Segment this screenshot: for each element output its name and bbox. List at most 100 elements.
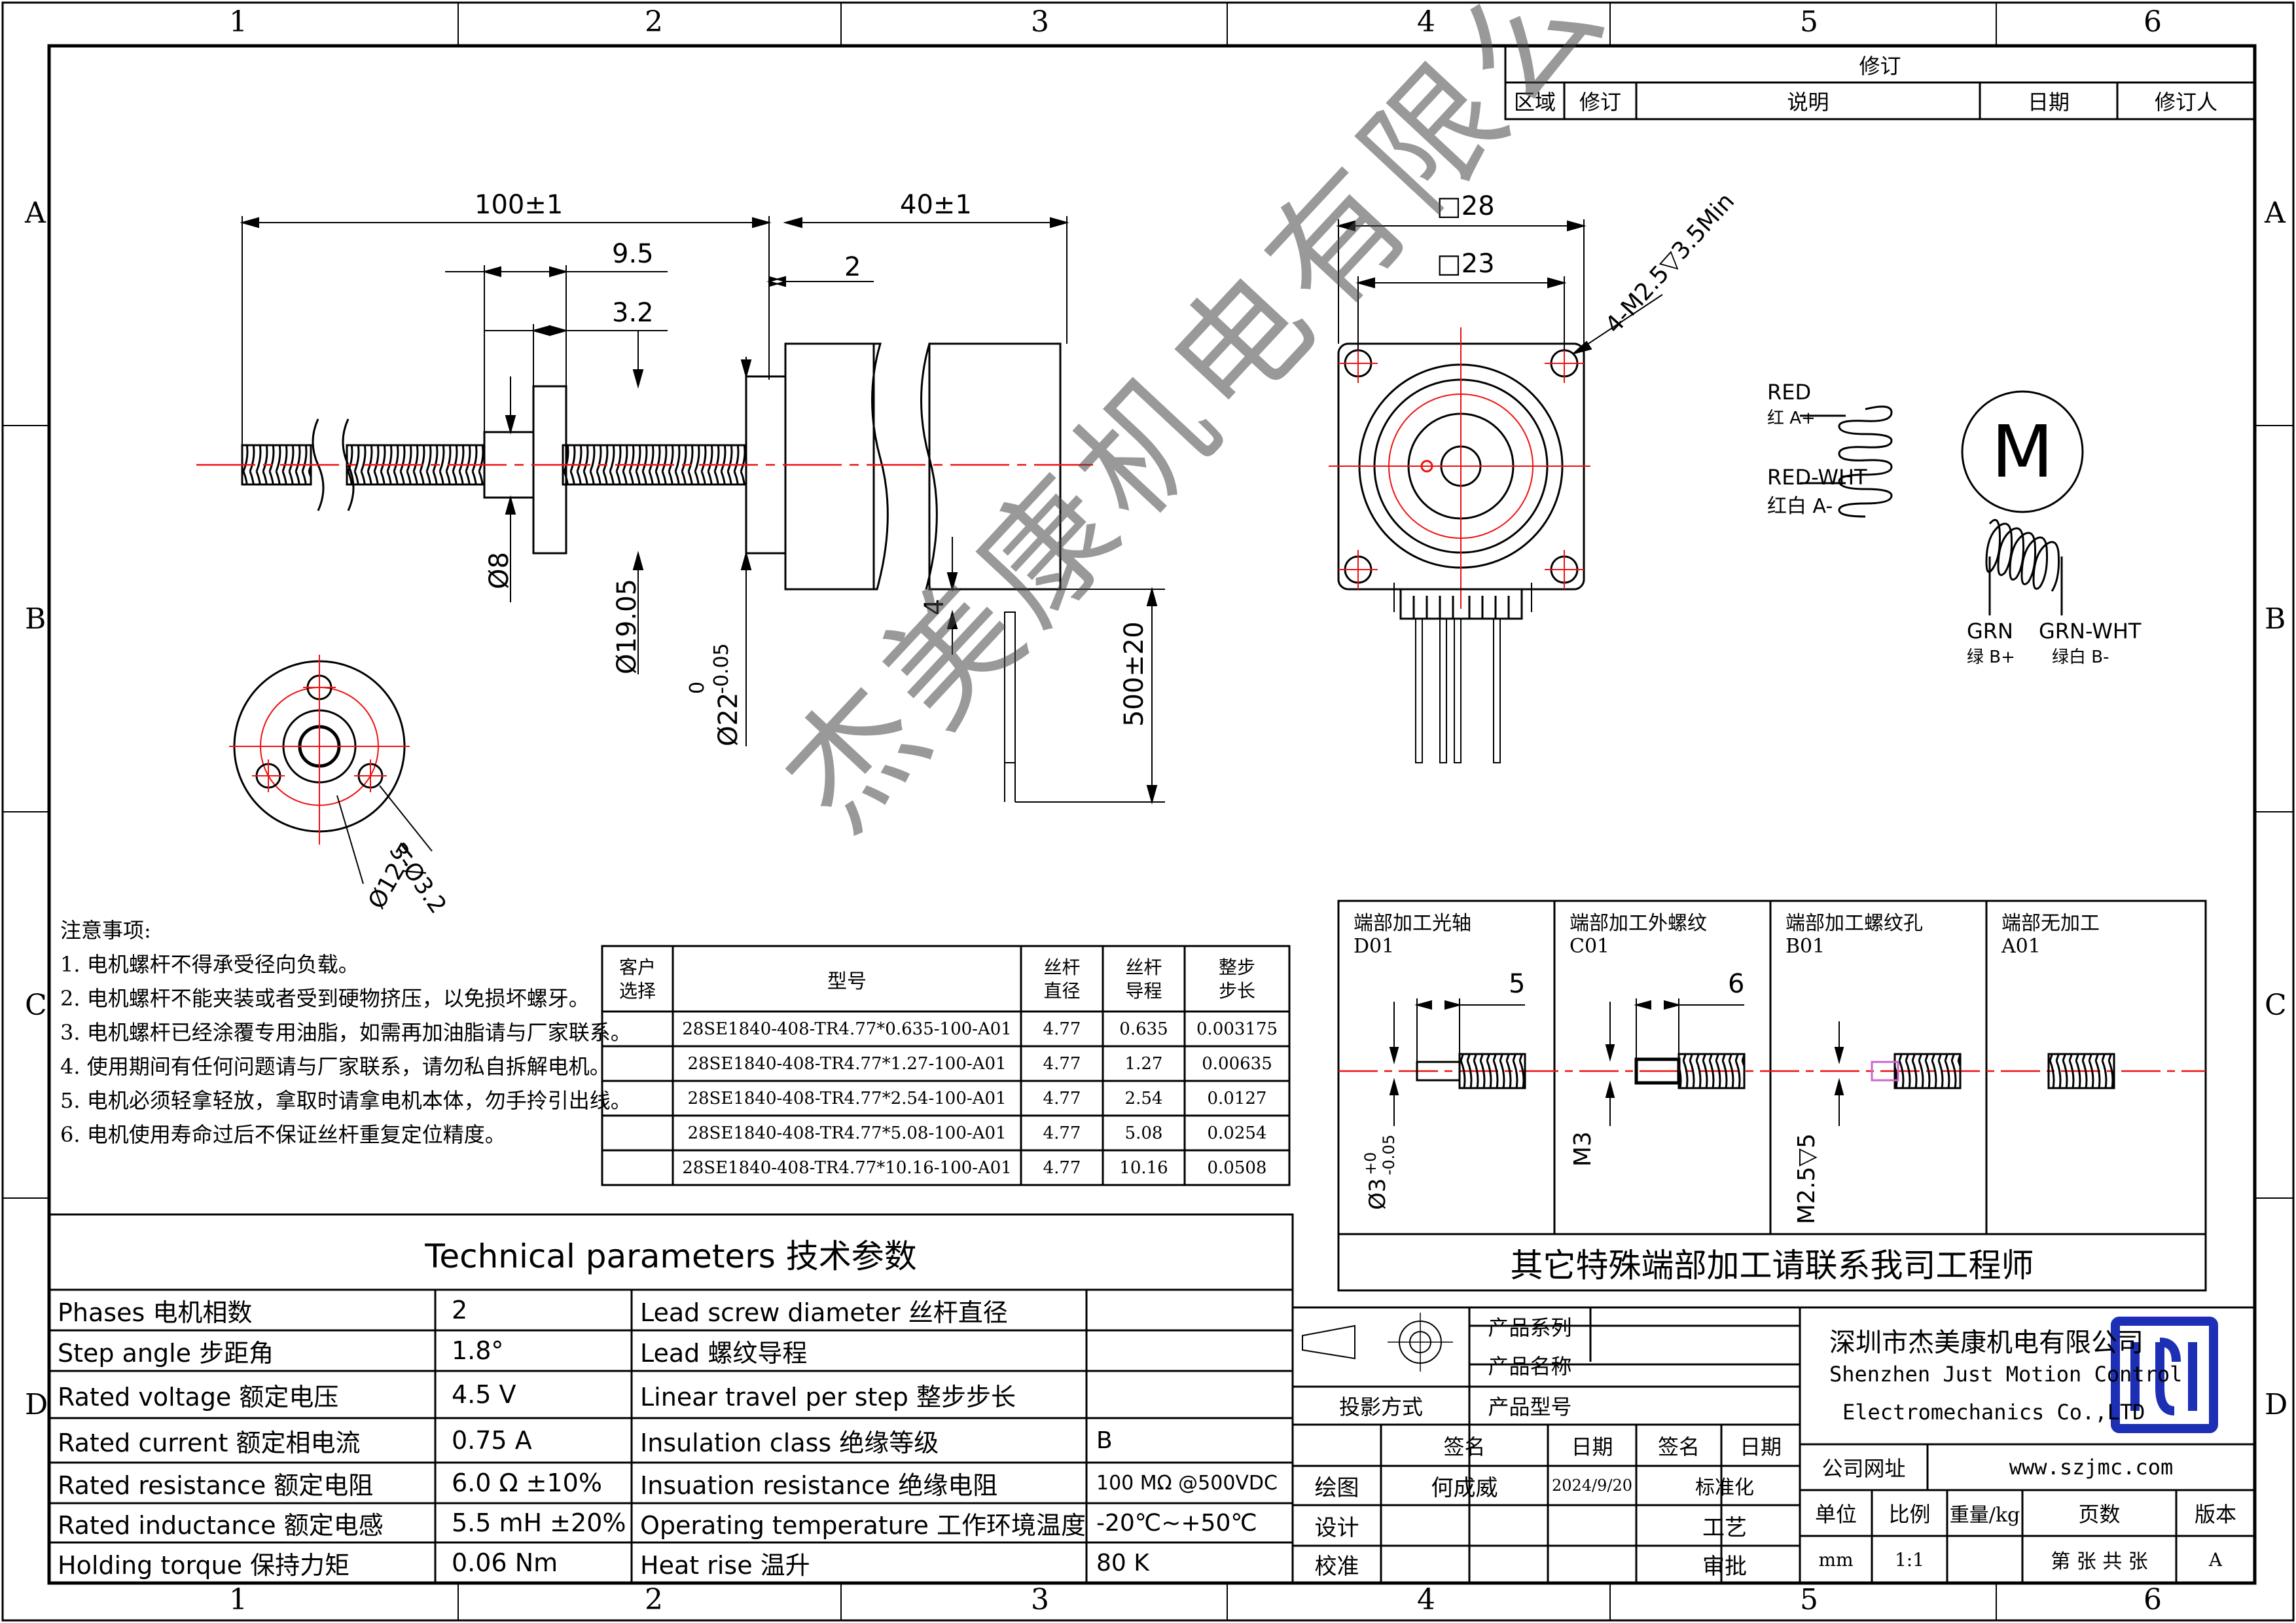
tb-model-label: 产品型号 <box>1488 1395 1572 1419</box>
model-row-model: 28SE1840-408-TR4.77*1.27-100-A01 <box>687 1053 1007 1074</box>
dim-2: 2 <box>844 252 861 282</box>
tb-web-label: 公司网址 <box>1821 1456 1906 1481</box>
tb-sign-label: 签名 <box>1443 1434 1486 1459</box>
zone-label-top-6: 6 <box>2144 5 2162 39</box>
zone-label-top-5: 5 <box>1800 5 1818 39</box>
model-row-step: 0.00635 <box>1202 1053 1272 1074</box>
tech-param-value: 1.8° <box>452 1336 504 1365</box>
tech-param-label: Step angle 步距角 <box>58 1338 274 1368</box>
tb-draw-label: 绘图 <box>1314 1474 1359 1501</box>
note-item: 5. 电机必须轻拿轻放，拿取时请拿电机本体，勿手拎引出线。 <box>60 1088 632 1113</box>
tech-param-value: 4.5 V <box>452 1380 516 1409</box>
model-row-step: 0.0508 <box>1207 1158 1267 1178</box>
wire-grn-cn: 绿 B+ <box>1967 647 2015 667</box>
tb-series-label: 产品系列 <box>1488 1315 1572 1340</box>
tech-param-label: Lead screw diameter 丝杆直径 <box>640 1298 1008 1327</box>
zone-label-top-4: 4 <box>1417 5 1435 39</box>
zone-label-right-a: A <box>2265 196 2286 230</box>
end-option-dim: 5 <box>1509 969 1526 999</box>
tb-pages-value: 第 张 共 张 <box>2051 1550 2148 1573</box>
end-option-code: B01 <box>1785 935 1825 958</box>
tech-param-value: 0.75 A <box>452 1426 532 1455</box>
end-option-side-dim: M3 <box>1570 1131 1596 1167</box>
end-option-code: D01 <box>1354 935 1395 958</box>
tb-process-label: 工艺 <box>1702 1514 1747 1541</box>
model-row-step: 0.003175 <box>1196 1019 1278 1039</box>
tb-design-label: 设计 <box>1314 1514 1359 1541</box>
wire-grn-label: GRN <box>1967 619 2013 644</box>
tb-version-label: 版本 <box>2194 1502 2236 1527</box>
dim-9-5: 9.5 <box>612 239 654 269</box>
revision-title: 修订 <box>1859 54 1901 79</box>
note-item: 6. 电机使用寿命过后不保证丝杆重复定位精度。 <box>60 1122 506 1147</box>
tech-param-label: Rated voltage 额定电压 <box>58 1382 339 1412</box>
zone-label-right-b: B <box>2265 602 2286 636</box>
wire-grn-wht-label: GRN-WHT <box>2039 619 2142 644</box>
company-website[interactable]: www.szjmc.com <box>2009 1455 2174 1480</box>
model-row-model: 28SE1840-408-TR4.77*10.16-100-A01 <box>682 1158 1012 1178</box>
tech-param-value: 0.06 Nm <box>452 1548 558 1577</box>
tb-ratio-label: 比例 <box>1888 1502 1931 1527</box>
end-option-code: A01 <box>2001 935 2041 958</box>
tb-date2-label: 日期 <box>1739 1434 1782 1459</box>
tech-param-value <box>1096 1371 1289 1418</box>
wire-grn-wht-cn: 绿白 B- <box>2052 647 2109 667</box>
end-options-footer: 其它特殊端部加工请联系我司工程师 <box>1510 1247 2034 1285</box>
model-row-lead: 10.16 <box>1119 1158 1168 1178</box>
revision-grid <box>1504 45 2256 120</box>
tech-param-label: Insuation resistance 绝缘电阻 <box>640 1470 998 1500</box>
end-option-dim: 6 <box>1728 969 1745 999</box>
nut-end-view <box>229 655 433 884</box>
dim-overall-length: 100±1 <box>475 190 564 220</box>
model-row-step: 0.0127 <box>1207 1088 1267 1108</box>
zone-label-top-3: 3 <box>1031 5 1049 39</box>
tech-param-label: Rated resistance 额定电阻 <box>58 1470 374 1500</box>
tech-param-label: Heat rise 温升 <box>640 1550 810 1580</box>
end-option-title: 端部加工光轴 <box>1354 912 1471 935</box>
tech-param-value <box>1096 1330 1289 1371</box>
tb-version-value: A <box>2208 1548 2223 1571</box>
zone-label-bottom-1: 1 <box>229 1583 247 1616</box>
tb-projection-label: 投影方式 <box>1338 1395 1423 1419</box>
dim-dia-19-05: Ø19.05 <box>612 579 642 674</box>
wire-red-cn: 红 A+ <box>1767 409 1816 428</box>
model-header-model: 型号 <box>827 970 867 993</box>
revision-header-zone: 区域 <box>1513 90 1556 115</box>
zone-label-bottom-5: 5 <box>1800 1583 1818 1616</box>
model-row-dia: 4.77 <box>1043 1158 1081 1178</box>
notes-title: 注意事项: <box>60 918 151 943</box>
model-row-dia: 4.77 <box>1043 1019 1081 1039</box>
tech-param-label: Holding torque 保持力矩 <box>58 1550 350 1580</box>
model-table-grid <box>601 945 1291 1186</box>
model-row-lead: 0.635 <box>1119 1019 1168 1039</box>
company-logo <box>2111 1317 2218 1433</box>
dim-motor-length: 40±1 <box>900 190 972 220</box>
company-name-en-2: Electromechanics Co.,LTD <box>1842 1400 2145 1425</box>
zone-label-right-c: C <box>2265 989 2287 1022</box>
zone-label-right-d: D <box>2265 1388 2288 1421</box>
zone-dividers <box>3 3 2293 1620</box>
model-row-step: 0.0254 <box>1207 1123 1267 1143</box>
model-row-lead: 2.54 <box>1124 1088 1163 1108</box>
wire-red-wht-cn: 红白 A- <box>1767 495 1833 518</box>
zone-label-bottom-3: 3 <box>1031 1583 1049 1616</box>
tb-ratio-value: 1:1 <box>1894 1548 1925 1571</box>
model-row-dia: 4.77 <box>1043 1053 1081 1074</box>
tech-param-value: -20℃~+50℃ <box>1096 1509 1257 1537</box>
note-item: 1. 电机螺杆不得承受径向负载。 <box>60 952 359 977</box>
dim-3-2: 3.2 <box>612 298 654 328</box>
end-option-title: 端部无加工 <box>2001 912 2100 935</box>
revision-header-date: 日期 <box>2027 90 2070 115</box>
model-header-select: 客户 选择 <box>619 957 656 1002</box>
title-block-grid <box>1291 1306 2256 1584</box>
company-name-cn: 深圳市杰美康机电有限公司 <box>1829 1328 2144 1358</box>
motor-side-dimensions <box>1336 219 1663 354</box>
wire-red-wht-label: RED-WHT <box>1767 465 1867 490</box>
zone-label-top-2: 2 <box>645 5 663 39</box>
model-row-model: 28SE1840-408-TR4.77*2.54-100-A01 <box>687 1088 1007 1108</box>
dim-square-23: □23 <box>1437 249 1495 279</box>
dim-dia-22-tol-bot: -0.05 <box>710 643 733 694</box>
tb-drawer-name: 何成威 <box>1431 1474 1498 1501</box>
tech-param-value: 80 K <box>1096 1549 1149 1577</box>
tech-table-grid <box>48 1213 1294 1584</box>
